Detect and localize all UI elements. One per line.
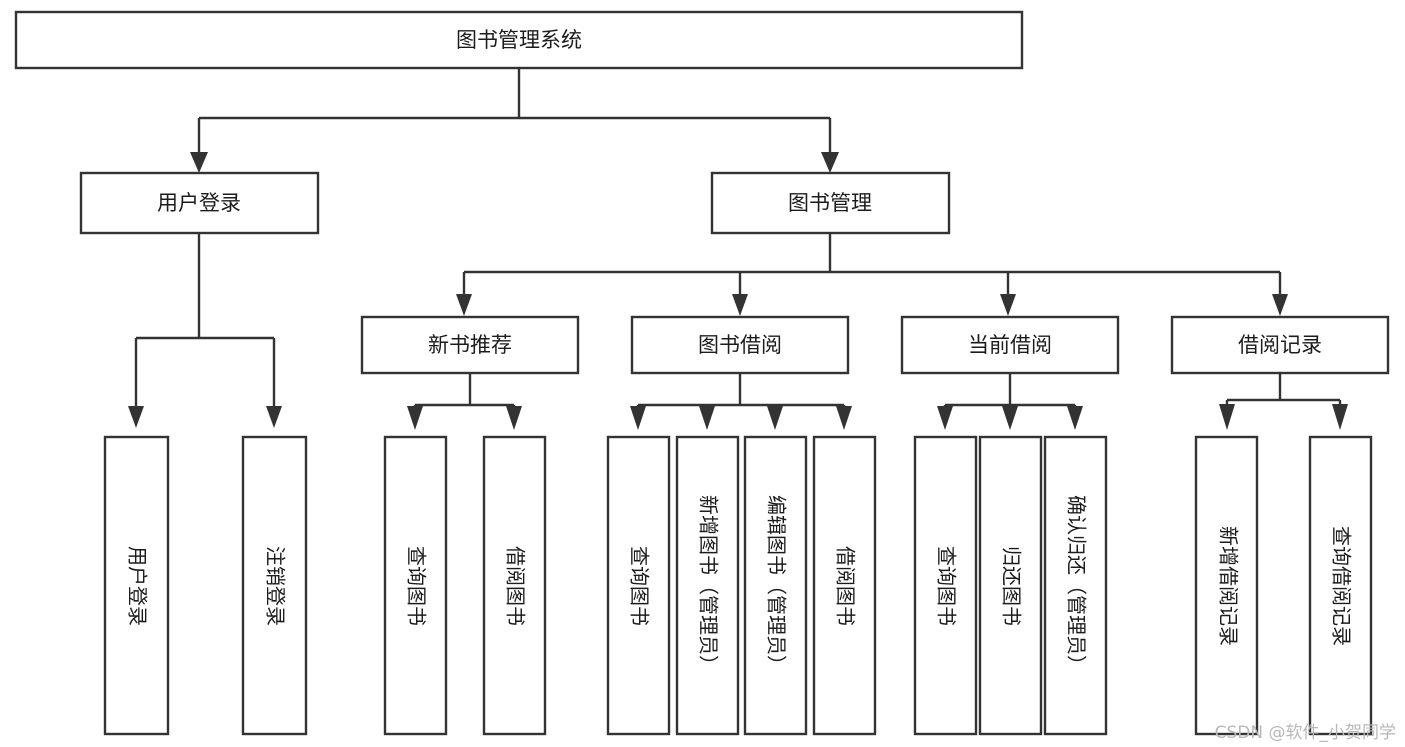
arrow-new-book-to-leaf2 <box>506 406 522 430</box>
node-user-login[interactable]: 用户登录 <box>79 171 320 235</box>
node-new-book-rec-box[interactable] <box>360 315 580 375</box>
node-borrow-record-label: 借阅记录 <box>1238 333 1322 357</box>
node-root-label: 图书管理系统 <box>456 28 582 52</box>
node-leaf-user-login[interactable]: 用户登录 <box>103 435 170 736</box>
node-root[interactable]: 图书管理系统 <box>14 10 1024 70</box>
arrow-book-borrow-to-leaf2 <box>699 406 715 430</box>
node-leaf-borrow-add-box[interactable] <box>675 435 740 736</box>
node-current-borrow-label: 当前借阅 <box>968 333 1052 357</box>
arrow-current-borrow-to-leaf2 <box>1002 406 1018 430</box>
node-book-manage[interactable]: 图书管理 <box>710 171 951 235</box>
node-leaf-rec-borrow[interactable]: 借阅图书 <box>482 435 547 736</box>
arrow-root-to-book-manage <box>821 152 839 173</box>
node-book-manage-label: 图书管理 <box>788 191 872 215</box>
arrow-book-manage-to-record <box>1272 294 1288 316</box>
node-borrow-record-box[interactable] <box>1170 315 1390 375</box>
node-leaf-borrow-add-label: 新增图书（管理员） <box>697 495 721 675</box>
node-leaf-rec-add[interactable]: 新增借阅记录 <box>1194 435 1259 736</box>
node-leaf-cur-return-box[interactable] <box>978 435 1043 736</box>
node-leaf-cur-query-box[interactable] <box>913 435 978 736</box>
node-leaf-cur-confirm-box[interactable] <box>1043 435 1108 736</box>
connector-layer <box>128 68 1348 430</box>
node-leaf-rec-borrow-box[interactable] <box>482 435 547 736</box>
node-new-book-rec-label: 新书推荐 <box>428 333 512 357</box>
node-leaf-borrow-edit-box[interactable] <box>743 435 808 736</box>
node-book-borrow[interactable]: 图书借阅 <box>630 315 850 375</box>
node-leaf-logout-box[interactable] <box>241 435 308 736</box>
node-current-borrow[interactable]: 当前借阅 <box>900 315 1120 375</box>
node-leaf-user-login-box[interactable] <box>103 435 170 736</box>
node-leaf-rec-add-label: 新增借阅记录 <box>1217 526 1241 646</box>
node-leaf-rec-borrow-label: 借阅图书 <box>504 546 528 626</box>
node-leaf-rec-query[interactable]: 查询图书 <box>383 435 448 736</box>
node-leaf-rec-search[interactable]: 查询借阅记录 <box>1308 435 1373 736</box>
arrow-book-manage-to-borrow <box>732 294 748 316</box>
node-leaf-borrow-borrow[interactable]: 借阅图书 <box>812 435 877 736</box>
node-leaf-cur-query[interactable]: 查询图书 <box>913 435 978 736</box>
arrow-book-borrow-to-leaf3 <box>767 406 783 430</box>
arrow-book-borrow-to-leaf4 <box>836 406 852 430</box>
watermark-label: CSDN @软件_小贺同学 <box>1215 723 1396 743</box>
node-borrow-record[interactable]: 借阅记录 <box>1170 315 1390 375</box>
node-leaf-cur-confirm[interactable]: 确认归还（管理员） <box>1043 435 1108 736</box>
node-leaf-cur-confirm-label: 确认归还（管理员） <box>1065 495 1089 675</box>
node-leaf-borrow-borrow-box[interactable] <box>812 435 877 736</box>
arrow-current-borrow-to-leaf1 <box>937 406 953 430</box>
node-leaf-user-login-label: 用户登录 <box>126 546 150 626</box>
arrow-borrow-record-to-leaf1 <box>1219 404 1235 430</box>
node-book-borrow-box[interactable] <box>630 315 850 375</box>
node-leaf-rec-add-box[interactable] <box>1194 435 1259 736</box>
arrow-user-login-to-leaf2 <box>266 406 282 428</box>
node-new-book-rec[interactable]: 新书推荐 <box>360 315 580 375</box>
arrow-user-login-to-leaf1 <box>128 406 144 428</box>
node-user-login-box[interactable] <box>79 171 320 235</box>
arrow-new-book-to-leaf1 <box>407 406 423 430</box>
arrow-book-manage-to-current <box>1000 294 1016 316</box>
node-leaf-borrow-query-label: 查询图书 <box>628 546 652 626</box>
arrow-book-manage-to-new-book <box>456 294 472 316</box>
node-leaf-borrow-edit[interactable]: 编辑图书（管理员） <box>743 435 808 736</box>
node-leaf-borrow-query[interactable]: 查询图书 <box>606 435 671 736</box>
node-leaf-cur-return[interactable]: 归还图书 <box>978 435 1043 736</box>
arrow-current-borrow-to-leaf3 <box>1067 406 1083 430</box>
arrow-borrow-record-to-leaf2 <box>1332 404 1348 430</box>
node-user-login-label: 用户登录 <box>157 191 241 215</box>
node-leaf-borrow-borrow-label: 借阅图书 <box>834 546 858 626</box>
arrow-root-to-user-login <box>190 152 208 173</box>
node-book-manage-box[interactable] <box>710 171 951 235</box>
node-leaf-borrow-query-box[interactable] <box>606 435 671 736</box>
node-leaf-cur-query-label: 查询图书 <box>935 546 959 626</box>
node-leaf-cur-return-label: 归还图书 <box>1000 546 1024 626</box>
node-leaf-logout[interactable]: 注销登录 <box>241 435 308 736</box>
node-leaf-logout-label: 注销登录 <box>264 546 288 626</box>
node-leaf-borrow-add[interactable]: 新增图书（管理员） <box>675 435 740 736</box>
node-leaf-rec-query-box[interactable] <box>383 435 448 736</box>
node-current-borrow-box[interactable] <box>900 315 1120 375</box>
node-leaf-rec-query-label: 查询图书 <box>405 546 429 626</box>
node-leaf-rec-search-label: 查询借阅记录 <box>1330 526 1354 646</box>
node-root-box[interactable] <box>14 10 1024 70</box>
node-leaf-rec-search-box[interactable] <box>1308 435 1373 736</box>
node-leaf-borrow-edit-label: 编辑图书（管理员） <box>765 495 789 675</box>
node-book-borrow-label: 图书借阅 <box>698 333 782 357</box>
arrow-book-borrow-to-leaf1 <box>630 406 646 430</box>
